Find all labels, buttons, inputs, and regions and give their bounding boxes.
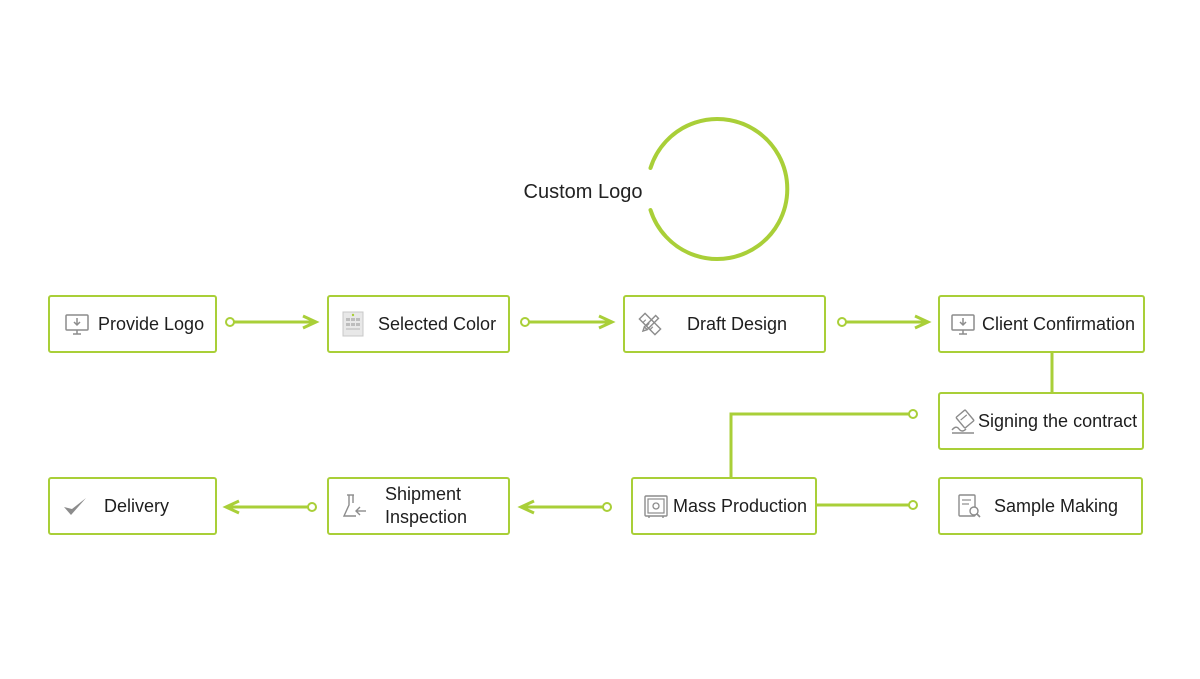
arrow-draft-to-confirmation: [837, 314, 932, 330]
diagram-title: Custom Logo: [523, 181, 643, 203]
step-label: Delivery: [104, 495, 170, 516]
arrow-inspection-to-delivery: [222, 499, 317, 515]
connector-contract-to-production: [729, 409, 918, 478]
step-label: Mass Production: [673, 495, 808, 516]
arrow-color-to-draft: [520, 314, 616, 330]
title-ring: [648, 117, 790, 261]
pencil-ruler-icon: [638, 312, 662, 336]
document-search-icon: [958, 494, 981, 518]
step-delivery: Delivery: [48, 477, 217, 535]
monitor-download-icon: [65, 314, 89, 335]
arrow-provide-to-color: [225, 314, 320, 330]
color-swatch-icon: [342, 311, 364, 337]
step-label: Client Confirmation: [982, 313, 1136, 334]
step-label: Signing the contract: [978, 410, 1138, 431]
connector-sample-to-production: [816, 500, 918, 510]
step-label: Shipment Inspection: [385, 484, 468, 527]
monitor-download-icon: [951, 314, 975, 335]
step-selected-color: Selected Color: [327, 295, 510, 353]
step-shipment-inspection: Shipment Inspection: [327, 477, 510, 535]
step-provide-logo: Provide Logo: [48, 295, 217, 353]
signature-icon: [951, 409, 975, 434]
step-client-confirmation: Client Confirmation: [938, 295, 1145, 353]
step-label: Draft Design: [687, 313, 788, 334]
step-signing-contract: Signing the contract: [938, 392, 1144, 450]
step-mass-production: Mass Production: [631, 477, 817, 535]
checkmark-icon: [64, 498, 86, 515]
step-sample-making: Sample Making: [938, 477, 1143, 535]
safe-icon: [644, 495, 668, 518]
step-draft-design: Draft Design: [623, 295, 826, 353]
step-label: Selected Color: [378, 313, 497, 334]
flask-icon: [342, 494, 366, 517]
step-label: Sample Making: [994, 495, 1119, 516]
step-label: Provide Logo: [98, 313, 205, 334]
arrow-production-to-inspection: [517, 499, 612, 515]
